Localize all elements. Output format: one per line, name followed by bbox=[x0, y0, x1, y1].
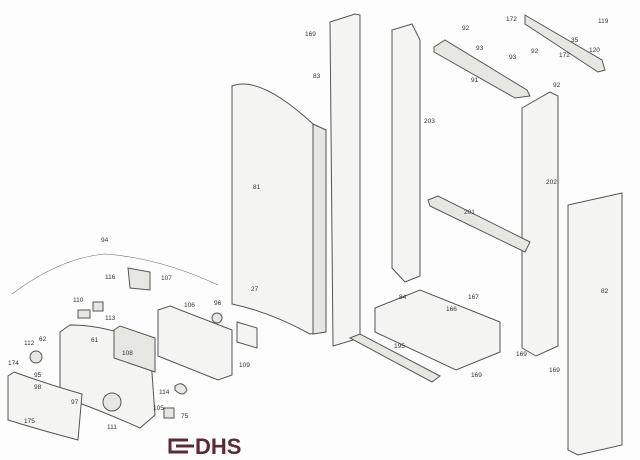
back-panel-82 bbox=[567, 192, 623, 456]
part-label-62: 62 bbox=[39, 336, 47, 343]
part-label-95: 95 bbox=[34, 372, 42, 379]
front-cover-175 bbox=[7, 371, 83, 441]
group-94-line bbox=[11, 253, 219, 295]
part-label-27: 27 bbox=[251, 286, 259, 293]
part-label-111: 111 bbox=[107, 424, 117, 431]
part-label-203: 203 bbox=[424, 118, 435, 125]
part-label-120: 120 bbox=[589, 47, 600, 54]
part-label-93: 93 bbox=[476, 45, 484, 52]
part-label-112: 112 bbox=[24, 340, 35, 347]
front-panel-edge bbox=[312, 123, 327, 335]
clock-111 bbox=[102, 392, 122, 412]
side-panel-83 bbox=[329, 13, 361, 347]
part-label-169: 169 bbox=[549, 367, 560, 374]
part-label-169: 169 bbox=[305, 31, 316, 38]
part-label-169: 169 bbox=[516, 351, 527, 358]
part-label-108: 108 bbox=[122, 350, 133, 357]
part-label-109: 109 bbox=[239, 362, 250, 369]
part-label-113: 113 bbox=[105, 315, 116, 322]
part-label-202: 202 bbox=[546, 179, 557, 186]
front-panel-81 bbox=[231, 83, 327, 335]
part-label-93: 93 bbox=[509, 54, 517, 61]
housing-106 bbox=[157, 305, 233, 381]
bracket-120 bbox=[524, 14, 606, 73]
part-label-82: 82 bbox=[601, 288, 609, 295]
part-label-92: 92 bbox=[531, 48, 539, 55]
part-label-166: 166 bbox=[446, 306, 457, 313]
svg-text:DHS: DHS bbox=[195, 434, 241, 459]
part-110 bbox=[77, 309, 91, 319]
part-113 bbox=[92, 301, 104, 312]
channel-203 bbox=[391, 23, 421, 283]
part-label-172: 172 bbox=[506, 16, 517, 23]
cover-107 bbox=[127, 267, 151, 291]
part-label-61: 61 bbox=[91, 337, 99, 344]
dhs-logo: DHS bbox=[168, 434, 241, 459]
part-label-105: 105 bbox=[153, 405, 164, 412]
part-label-98: 98 bbox=[34, 384, 42, 391]
part-label-119: 119 bbox=[598, 18, 609, 25]
rail-91 bbox=[433, 39, 531, 99]
part-label-96: 96 bbox=[214, 300, 222, 307]
knob-112 bbox=[29, 350, 43, 364]
part-labels: 169 83 203 81 27 202 201 82 84 167 166 195 169 169 169… bbox=[8, 16, 609, 431]
part-label-84: 84 bbox=[399, 294, 407, 301]
part-label-167: 167 bbox=[468, 294, 479, 301]
part-label-94: 94 bbox=[101, 237, 109, 244]
part-label-172: 172 bbox=[559, 52, 570, 59]
part-label-35: 35 bbox=[571, 37, 579, 44]
strip-195 bbox=[348, 333, 441, 383]
part-label-195: 195 bbox=[394, 343, 405, 350]
part-label-106: 106 bbox=[184, 302, 195, 309]
part-label-97: 97 bbox=[71, 399, 79, 406]
part-label-107: 107 bbox=[161, 275, 172, 282]
part-label-92: 92 bbox=[553, 82, 561, 89]
clip-114 bbox=[174, 383, 188, 395]
part-label-81: 81 bbox=[253, 184, 261, 191]
part-75 bbox=[163, 407, 175, 419]
gasket-109 bbox=[236, 321, 258, 349]
part-label-75: 75 bbox=[181, 413, 189, 420]
column-202 bbox=[521, 91, 559, 357]
base-tray-84 bbox=[374, 289, 501, 371]
part-label-201: 201 bbox=[464, 209, 475, 216]
part-96 bbox=[211, 312, 223, 324]
part-label-169: 169 bbox=[471, 372, 482, 379]
part-label-83: 83 bbox=[313, 73, 321, 80]
bracket-201 bbox=[427, 195, 531, 253]
part-label-114: 114 bbox=[159, 389, 170, 396]
part-label-116: 116 bbox=[105, 274, 116, 281]
part-label-110: 110 bbox=[73, 297, 84, 304]
part-label-92: 92 bbox=[462, 25, 470, 32]
pcb-108 bbox=[113, 325, 156, 373]
part-label-175: 175 bbox=[24, 418, 35, 425]
part-label-91: 91 bbox=[471, 77, 479, 84]
part-label-174: 174 bbox=[8, 360, 19, 367]
